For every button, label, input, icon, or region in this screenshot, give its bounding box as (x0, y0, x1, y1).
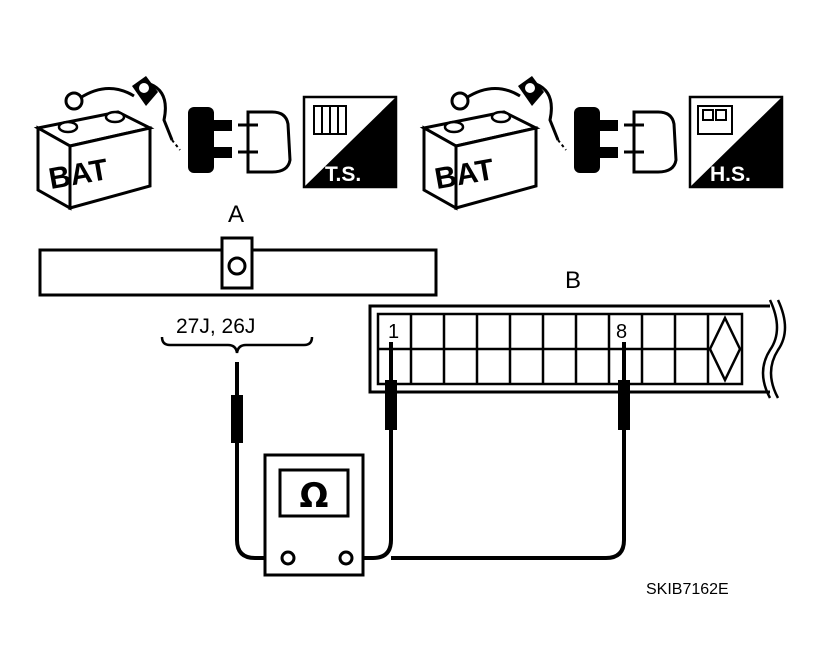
probe-1 (385, 380, 397, 430)
probe-a (231, 395, 243, 443)
battery-icon: BAT (33, 76, 181, 211)
connector-b: B 1 8 (368, 267, 787, 399)
meter-terminal-left (280, 550, 296, 566)
connector-b-label: B (565, 267, 581, 294)
test-leads (235, 342, 626, 560)
pin-label-1: 1 (388, 321, 399, 343)
hs-badge-label: H.S. (710, 163, 751, 186)
probe-tips (231, 380, 630, 443)
hs-badge-icon: H.S. (688, 95, 784, 189)
terminal-brace (160, 336, 314, 354)
lead-connector-a (235, 362, 288, 560)
locking-tab-icon (708, 315, 742, 383)
figure-code: SKIB7162E (646, 581, 729, 598)
lead-pin-1 (346, 342, 393, 560)
meter-terminal-right (338, 550, 354, 566)
ohmmeter: Ω (263, 453, 365, 577)
ohm-icon: Ω (300, 476, 329, 516)
connector-a-terminals: 27J, 26J (176, 315, 255, 338)
cavity-grid (409, 314, 710, 384)
connector-a-label: A (228, 201, 244, 228)
lead-pin-8 (391, 342, 626, 560)
connector-a: A 27J, 26J (38, 201, 438, 354)
precaution-group-right: BAT H.S. (419, 76, 784, 211)
connector-disconnect-icon (574, 107, 678, 174)
pin-label-8: 8 (616, 321, 627, 343)
ts-badge-icon: T.S. (302, 95, 398, 189)
connector-disconnect-icon (188, 107, 292, 174)
precaution-group-left: BAT T.S. (33, 76, 398, 211)
probe-8 (618, 380, 630, 430)
battery-icon: BAT (419, 76, 567, 211)
ts-badge-label: T.S. (325, 163, 361, 186)
